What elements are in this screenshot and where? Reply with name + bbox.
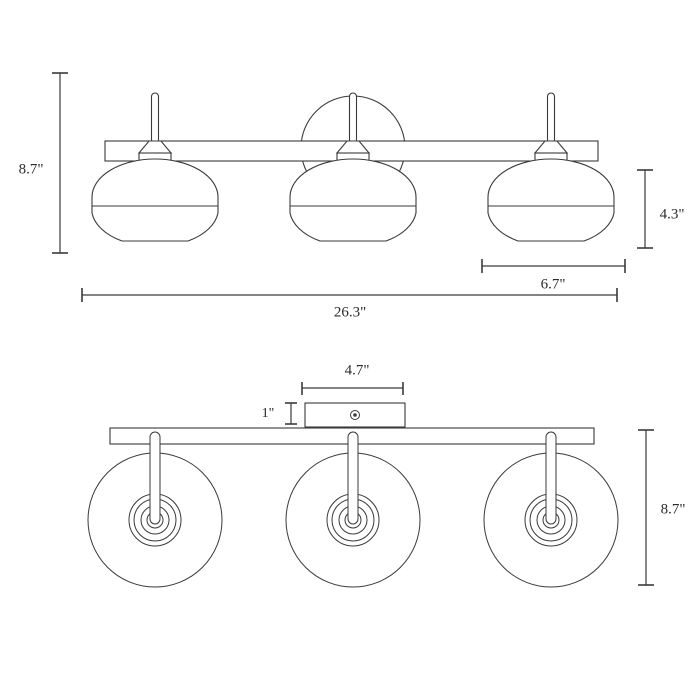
dimension-canopy-height: 1" bbox=[262, 402, 297, 425]
dimension-canopy-height-label: 1" bbox=[262, 406, 275, 421]
dimension-front-height-label: 8.7" bbox=[19, 161, 44, 177]
dimension-shade-height: 4.3" bbox=[637, 169, 685, 249]
bottom-elevation-view: 4.7" 1" bbox=[87, 362, 686, 588]
dimension-canopy-width-label: 4.7" bbox=[345, 362, 370, 378]
mounting-screw-icon bbox=[353, 413, 357, 417]
dimension-shade-width-label: 6.7" bbox=[541, 276, 566, 292]
front-elevation-view: 8.7" 4.3" 6.7" 26.3" bbox=[19, 72, 685, 320]
dimension-overall-width: 26.3" bbox=[81, 288, 618, 320]
canopy-box bbox=[304, 402, 406, 435]
dimension-shade-height-label: 4.3" bbox=[660, 206, 685, 222]
dimension-front-height: 8.7" bbox=[19, 72, 68, 254]
dimension-overall-width-label: 26.3" bbox=[334, 304, 366, 320]
dimension-bottom-height: 8.7" bbox=[638, 429, 686, 586]
dimension-shade-width: 6.7" bbox=[481, 259, 626, 292]
dimension-bottom-height-label: 8.7" bbox=[661, 501, 686, 517]
dimension-canopy-width: 4.7" bbox=[301, 362, 404, 395]
